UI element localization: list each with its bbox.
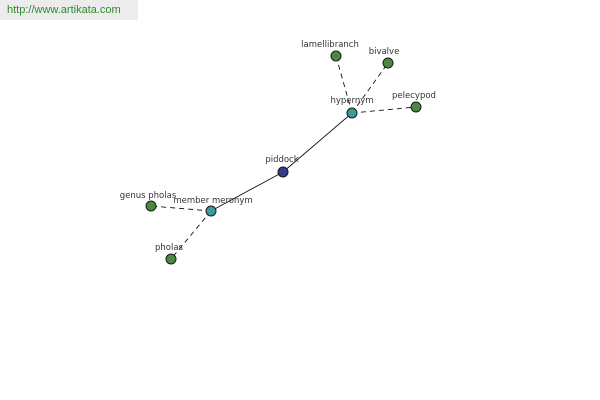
- node-member-meronym[interactable]: member meronym: [173, 196, 253, 217]
- edge-piddock-to-member-meronym: [210, 171, 284, 212]
- node-hypernym[interactable]: hypernym: [330, 96, 374, 119]
- watermark-link[interactable]: http://www.artikata.com: [0, 0, 138, 20]
- nodes-layer: piddock hypernym member meronym lamellibran…: [120, 40, 436, 265]
- edge-hypernym-to-pelecypod: [351, 106, 417, 114]
- node-marker-piddock[interactable]: [277, 166, 289, 178]
- node-marker-pelecypod[interactable]: [410, 101, 422, 113]
- node-label-hypernym: hypernym: [330, 96, 373, 106]
- node-bivalve[interactable]: bivalve: [369, 47, 400, 69]
- node-lamellibranch[interactable]: lamellibranch: [301, 40, 359, 62]
- node-label-lamellibranch: lamellibranch: [301, 40, 359, 50]
- node-label-genus-pholas: genus pholas: [120, 191, 177, 201]
- node-label-piddock: piddock: [265, 155, 298, 165]
- node-marker-member-meronym[interactable]: [205, 205, 217, 217]
- node-pelecypod[interactable]: pelecypod: [392, 91, 436, 113]
- node-label-bivalve: bivalve: [369, 47, 400, 57]
- edges-layer: [150, 55, 417, 260]
- edge-piddock-to-hypernym: [282, 112, 353, 173]
- node-marker-lamellibranch[interactable]: [330, 50, 342, 62]
- node-marker-pholas[interactable]: [165, 253, 177, 265]
- node-pholas[interactable]: pholas: [155, 243, 184, 265]
- node-genus-pholas[interactable]: genus pholas: [120, 191, 177, 212]
- node-label-member-meronym: member meronym: [173, 196, 252, 206]
- node-marker-genus-pholas[interactable]: [145, 200, 157, 212]
- node-marker-hypernym[interactable]: [346, 107, 358, 119]
- node-label-pelecypod: pelecypod: [392, 91, 436, 101]
- edge-member-meronym-to-pholas: [170, 210, 212, 260]
- edge-hypernym-to-lamellibranch: [335, 55, 353, 114]
- edge-member-meronym-to-genus-pholas: [150, 205, 212, 212]
- watermark-text[interactable]: http://www.artikata.com: [7, 4, 121, 16]
- edge-hypernym-to-bivalve: [351, 62, 389, 114]
- node-label-pholas: pholas: [155, 243, 184, 253]
- node-marker-bivalve[interactable]: [382, 57, 394, 69]
- node-piddock[interactable]: piddock: [265, 155, 299, 178]
